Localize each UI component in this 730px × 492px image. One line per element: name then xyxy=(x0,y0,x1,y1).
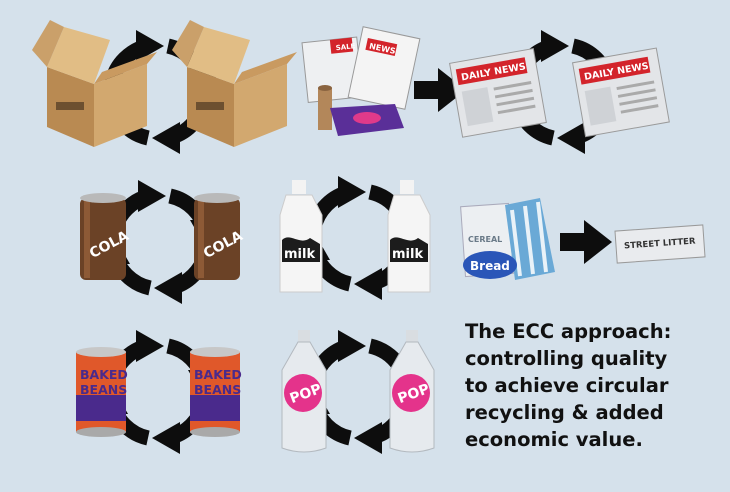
pop-bottle-icon: POP xyxy=(281,330,327,453)
milk-bottle-icon: milk xyxy=(279,180,323,293)
bread-label: Bread xyxy=(470,259,510,273)
cardboard-box-icon xyxy=(172,20,297,147)
caption: The ECC approach: controlling quality to… xyxy=(465,318,727,453)
newspaper-icon: DAILY NEWS xyxy=(449,48,547,138)
baked-label: BAKED xyxy=(194,367,242,382)
street-litter-icon: STREET LITTER xyxy=(614,224,706,264)
mixed-paper-icon: SALE NEWS xyxy=(301,26,421,136)
sale-label: SALE xyxy=(335,42,356,52)
caption-line: economic value. xyxy=(465,428,643,451)
caption-line: controlling quality xyxy=(465,347,668,370)
caption-line: recycling & added xyxy=(465,401,664,424)
milk-label: milk xyxy=(392,247,423,262)
arrow-right-icon xyxy=(560,220,612,264)
pop-bottle-icon: POP xyxy=(389,330,435,453)
beans-label: BEANS xyxy=(194,382,241,397)
beans-label: BEANS xyxy=(80,382,127,397)
cardboard-box-icon xyxy=(32,20,157,147)
cereal-label: CEREAL xyxy=(468,235,502,244)
baked-beans-can-icon: BAKED BEANS xyxy=(190,347,242,437)
newspaper-icon: DAILY NEWS xyxy=(571,47,670,138)
cola-can-icon: COLA xyxy=(80,193,132,280)
baked-beans-can-icon: BAKED BEANS xyxy=(76,347,128,437)
caption-line: to achieve circular xyxy=(465,374,669,397)
caption-line: The ECC approach: xyxy=(465,320,672,343)
plastic-bags-icon: CEREAL Bread xyxy=(460,198,555,280)
baked-label: BAKED xyxy=(80,367,128,382)
milk-label: milk xyxy=(284,247,315,262)
milk-bottle-icon: milk xyxy=(387,180,431,293)
cola-can-icon: COLA xyxy=(194,193,246,280)
